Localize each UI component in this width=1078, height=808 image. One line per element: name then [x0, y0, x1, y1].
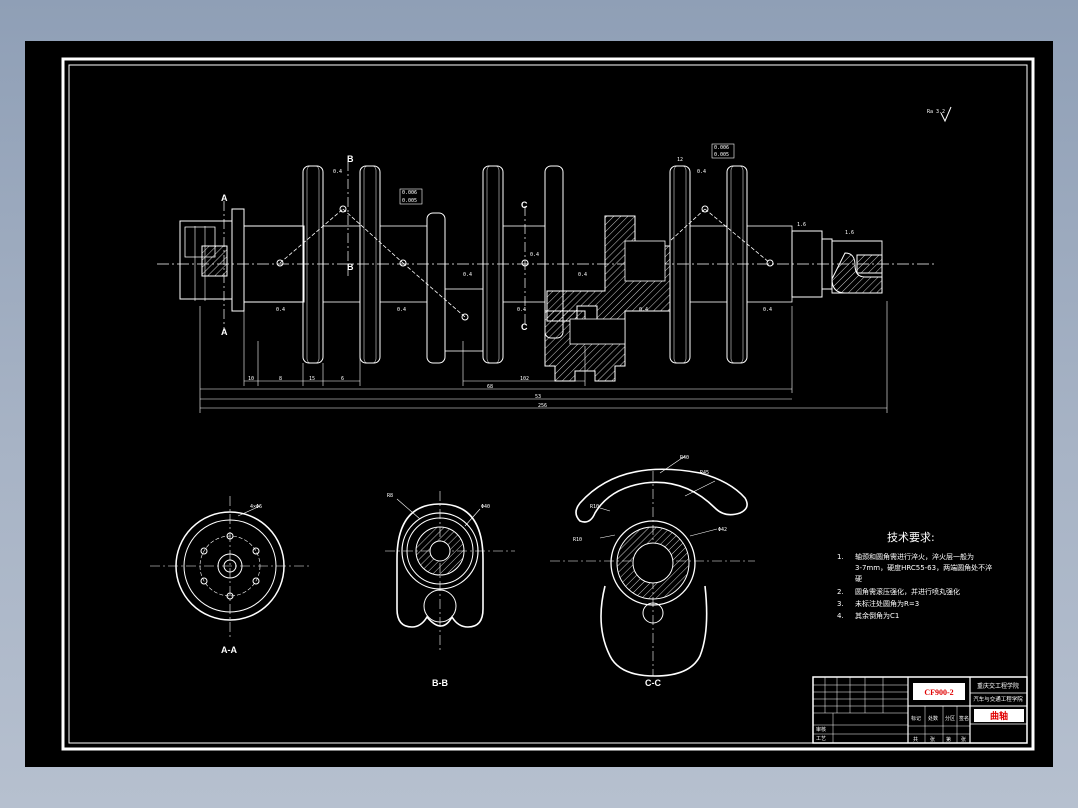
section-c-mark-bottom: C [521, 322, 528, 332]
org-line-2: 汽车与交通工程学院 [973, 695, 1023, 703]
roughness-label: 0.4 [578, 272, 587, 278]
roughness-symbol-top: Ra 3.2 [927, 106, 952, 123]
technical-notes: 技术要求: 1. 轴颈和圆角需进行淬火，淬火层一般为 3-7mm，硬度HRC55… [837, 531, 992, 620]
section-a-mark-top: A [221, 193, 228, 203]
mid-label: 分区 [945, 715, 955, 722]
note-number: 4. [837, 612, 844, 620]
roughness-label: 0.4 [530, 252, 539, 258]
note-text: 圆角需滚压强化，并进行喷丸强化 [855, 587, 960, 596]
roughness-label: 0.4 [463, 272, 472, 278]
note-number: 3. [837, 600, 844, 608]
dim-label: 53 [535, 394, 541, 400]
dim-label: Φ42 [718, 527, 727, 533]
row-label: 审核 [816, 726, 826, 733]
note-text: 轴颈和圆角需进行淬火，淬火层一般为 [855, 552, 974, 561]
section-a-mark-bottom: A [221, 327, 228, 337]
bottom-label: 共 [913, 736, 918, 743]
dim-label: R40 [680, 455, 689, 461]
dim-label: R8 [387, 493, 393, 499]
section-c-mark-top: C [521, 200, 528, 210]
dim-label: 4×Φ6 [250, 504, 262, 510]
title-block [812, 676, 1028, 744]
roughness-label: 0.4 [333, 169, 342, 175]
view-b-b [385, 491, 515, 653]
dim-label: 10 [248, 376, 254, 382]
view-label-cc: C-C [645, 678, 661, 688]
dim-label: R45 [700, 470, 709, 476]
svg-text:Ra 3.2: Ra 3.2 [927, 109, 945, 115]
section-b-mark-bottom: B [347, 262, 354, 272]
mid-label: 处数 [928, 715, 938, 722]
row-label: 工艺 [816, 736, 826, 742]
crankshaft-main-view [157, 161, 937, 413]
org-line-1: 重庆交工程学院 [977, 682, 1019, 690]
roughness-label: 0.4 [639, 307, 648, 313]
bottom-label: 张 [961, 736, 966, 743]
dim-label: R10 [573, 537, 582, 543]
tolerance-box: 0.005 [714, 152, 729, 158]
roughness-label: 0.4 [397, 307, 406, 313]
tolerance-box: 0.006 [714, 145, 729, 151]
dim-label: 6 [341, 376, 344, 382]
roughness-label: 0.4 [697, 169, 706, 175]
tolerance-box: 0.005 [402, 198, 417, 204]
mid-label: 签名 [959, 715, 969, 722]
note-text: 硬 [855, 575, 862, 583]
tolerance-box: 0.006 [402, 190, 417, 196]
roughness-label: 1.6 [845, 230, 854, 236]
roughness-label: 12 [677, 157, 683, 163]
view-c-c [550, 455, 755, 677]
section-b-mark-top: B [347, 154, 354, 164]
dim-label: 68 [487, 384, 493, 390]
note-text: 3-7mm，硬度HRC55-63，两端圆角处不淬 [855, 563, 992, 572]
dim-label: 102 [520, 376, 529, 382]
part-name: 曲轴 [990, 710, 1008, 722]
inner-frame [68, 64, 1028, 744]
drawing-sheet: Ra 3.2 [25, 41, 1053, 767]
dim-label: Φ40 [481, 504, 490, 510]
note-number: 2. [837, 588, 844, 596]
roughness-label: 1.6 [797, 222, 806, 228]
mid-label: 标记 [911, 715, 921, 722]
roughness-label: 0.4 [517, 307, 526, 313]
view-label-bb: B-B [432, 678, 448, 688]
roughness-label: 0.4 [276, 307, 285, 313]
dim-label: 15 [309, 376, 315, 382]
view-label-aa: A-A [221, 645, 237, 655]
note-text: 其余倒角为C1 [855, 611, 899, 620]
dim-label: 8 [279, 376, 282, 382]
roughness-label: 0.4 [763, 307, 772, 313]
dim-label: R10 [590, 504, 599, 510]
bottom-label: 第 [946, 736, 951, 743]
bottom-label: 张 [930, 736, 935, 743]
view-a-a [150, 496, 310, 639]
dim-label: 256 [538, 403, 547, 409]
notes-title: 技术要求: [887, 531, 935, 544]
outer-frame [61, 57, 1035, 751]
note-text: 未标注处圆角为R=3 [855, 599, 919, 608]
drawing-number: CF900-2 [924, 688, 953, 697]
note-number: 1. [837, 553, 844, 561]
drawing-canvas: Ra 3.2 [61, 57, 1035, 751]
